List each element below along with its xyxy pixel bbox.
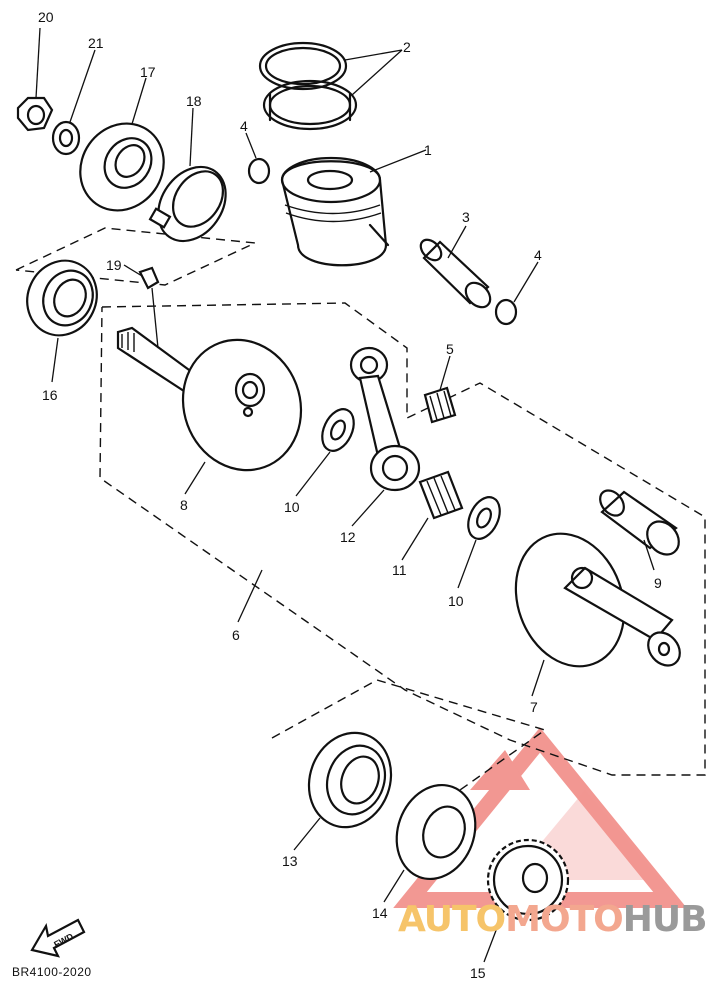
lock-washer-part [51, 120, 81, 156]
watermark-text: AUTOMOTOHUB [398, 899, 708, 940]
callout-1: 1 [424, 142, 432, 158]
left-crank-part [116, 326, 303, 472]
small-end-bearing-part [423, 386, 457, 424]
callout-10a: 10 [284, 499, 300, 515]
drive-gear-part [486, 838, 570, 922]
crankshaft-assembly-outline [99, 302, 706, 776]
fwd-arrow: FWD [30, 918, 86, 958]
callout-18: 18 [186, 93, 202, 109]
callout-6: 6 [232, 627, 240, 643]
piston-part [280, 156, 390, 267]
callout-10b: 10 [448, 593, 464, 609]
right-crank-part [514, 532, 681, 668]
watermark-auto: AUTO [398, 899, 506, 940]
circlip-part [247, 157, 518, 326]
callout-4b: 4 [534, 247, 542, 263]
callout-16: 16 [42, 387, 58, 403]
callout-5: 5 [446, 341, 454, 357]
piston-pin-part [419, 238, 492, 309]
lower-bearing-group-outline [271, 679, 547, 791]
callout-9: 9 [654, 575, 662, 591]
callout-3: 3 [462, 209, 470, 225]
nut-part [16, 96, 54, 132]
callout-13: 13 [282, 853, 298, 869]
group-outlines [15, 227, 706, 791]
watermark-moto: MOTO [505, 899, 624, 940]
callout-17: 17 [140, 64, 156, 80]
big-end-bearing-part [418, 470, 464, 520]
thrust-washer-part [321, 408, 501, 540]
lower-oil-seal-part [395, 783, 477, 881]
callout-labels: 20 21 17 18 2 4 1 3 4 19 16 5 8 10 12 11… [38, 9, 662, 981]
diagram-part-code: BR4100-2020 [12, 965, 92, 979]
callout-15: 15 [470, 965, 486, 981]
callout-7: 7 [530, 699, 538, 715]
callout-14: 14 [372, 905, 388, 921]
bearing-group-outline [15, 227, 258, 286]
callout-11: 11 [392, 562, 407, 578]
oil-seal-part [79, 122, 165, 212]
callout-20: 20 [38, 9, 54, 25]
piston-rings-part [258, 41, 358, 131]
watermark-hub: HUB [622, 899, 708, 940]
callout-2: 2 [403, 39, 411, 55]
main-bearing-part [307, 731, 393, 829]
crank-pin-part [599, 489, 680, 556]
collar-part [148, 165, 227, 243]
callout-21: 21 [88, 35, 104, 51]
callout-12: 12 [340, 529, 356, 545]
connecting-rod-part [349, 346, 421, 492]
leader-lines [35, 27, 655, 963]
bearing-part [26, 259, 98, 337]
callout-8: 8 [180, 497, 188, 513]
woodruff-key-part [138, 266, 160, 290]
callout-4a: 4 [240, 118, 248, 134]
callout-19: 19 [106, 257, 122, 273]
